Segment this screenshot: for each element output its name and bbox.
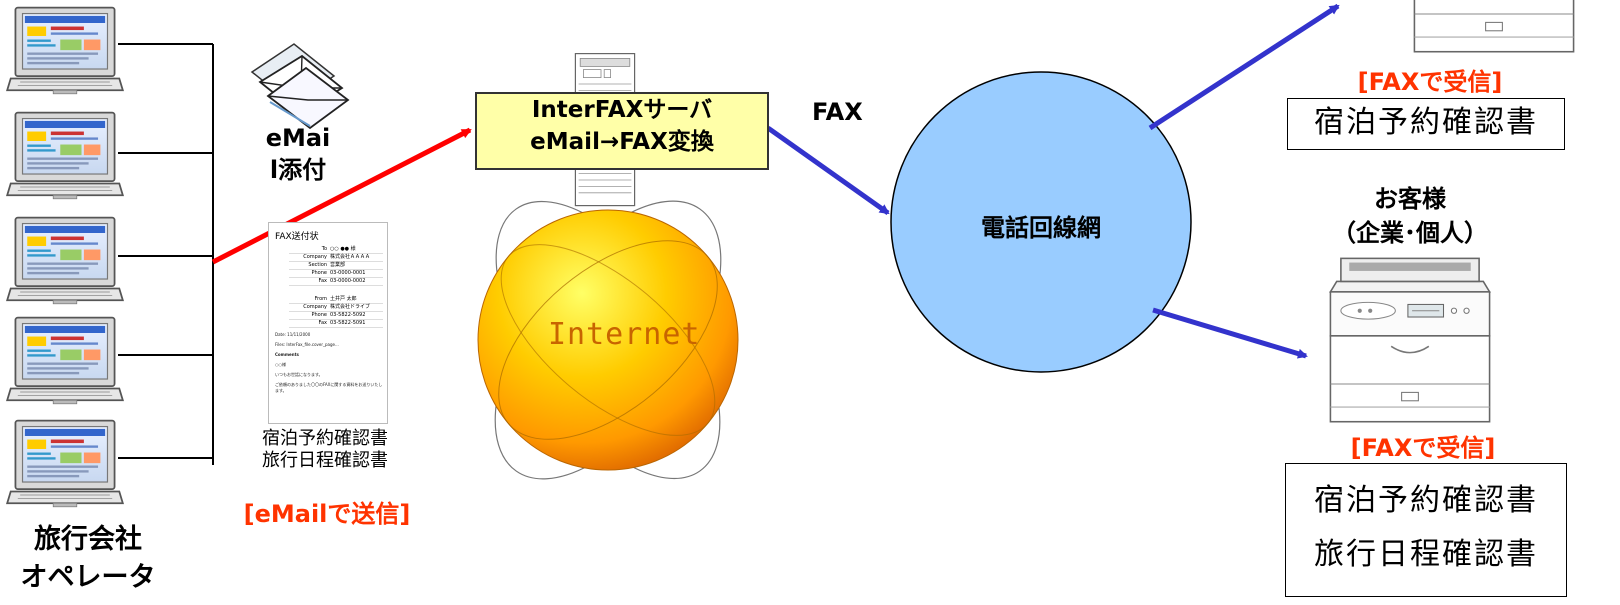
received-document-box-bottom: 宿泊予約確認書 旅行日程確認書: [1285, 463, 1567, 597]
printer-bottom-icon: [1329, 257, 1491, 423]
fax-doc-comments-label: Comments: [275, 352, 299, 357]
interfax-server-box: InterFAXサーバ eMail→FAX変換: [475, 92, 769, 170]
laptop-bus: [118, 43, 214, 465]
laptop-4: [6, 316, 124, 405]
fax-arrow: [766, 125, 890, 216]
received-document-box-top: 宿泊予約確認書: [1287, 98, 1565, 150]
fax-doc-body-2: ご依頼のありました〇〇のFAXに関する資料をお送りいたします。: [275, 382, 383, 393]
customer-title-line1: お客様: [1374, 185, 1446, 213]
laptop-2: [6, 111, 124, 200]
server-box-line1: InterFAXサーバ: [531, 97, 713, 123]
fax-doc-body-1: いつもお世話になります。: [275, 372, 323, 377]
laptop-5: [6, 419, 124, 508]
fax-doc-date: Date: 11/11/2000: [275, 332, 311, 337]
laptop-1: [6, 6, 124, 95]
document-caption-line1: 宿泊予約確認書: [262, 428, 388, 449]
customer-title: お客様 （企業･個人）: [1300, 182, 1520, 250]
server-box-line2: eMail→FAX変換: [530, 129, 714, 155]
laptop-3: [6, 216, 124, 305]
send-email-label: [eMailで送信]: [243, 500, 411, 528]
fax-doc-files: Files: InterFax_file.cover_page...: [275, 342, 339, 347]
email-attach-line2: l添付: [269, 156, 327, 184]
email-arrow: [211, 127, 472, 265]
email-attach-label: eMai l添付: [258, 122, 338, 186]
customer-title-line2: （企業･個人）: [1332, 219, 1488, 247]
internet-globe: [477, 200, 739, 480]
phone-network-circle: [890, 71, 1192, 373]
operator-label: 旅行会社 オペレータ: [18, 521, 158, 597]
received-doc-bottom-line1: 宿泊予約確認書: [1314, 483, 1538, 518]
received-doc-top-line1: 宿泊予約確認書: [1314, 105, 1538, 140]
document-caption: 宿泊予約確認書 旅行日程確認書: [230, 428, 420, 472]
receive-fax-label-top: [FAXで受信]: [1357, 68, 1503, 96]
receive-fax-label-bottom: [FAXで受信]: [1350, 434, 1496, 462]
received-doc-bottom-line2: 旅行日程確認書: [1314, 537, 1538, 572]
email-attach-line1: eMai: [265, 124, 331, 152]
fax-arrow-to-top-printer: [1148, 3, 1340, 131]
fax-arrow-to-bottom-printer: [1152, 307, 1308, 359]
operator-label-line2: オペレータ: [20, 562, 156, 593]
fax-link-label: FAX: [812, 98, 863, 126]
phone-network-label: 電話回線網: [981, 214, 1101, 242]
internet-label: Internet: [548, 317, 701, 352]
operator-label-line1: 旅行会社: [34, 524, 142, 555]
fax-doc-title: FAX送付状: [275, 232, 319, 242]
printer-top-icon: [1413, 0, 1575, 53]
document-caption-line2: 旅行日程確認書: [262, 450, 388, 471]
fax-doc-comments-to: ○○様: [275, 362, 286, 367]
fax-doc-row: To○○ ●● 様: [289, 246, 383, 254]
envelope-icon: [250, 43, 350, 130]
